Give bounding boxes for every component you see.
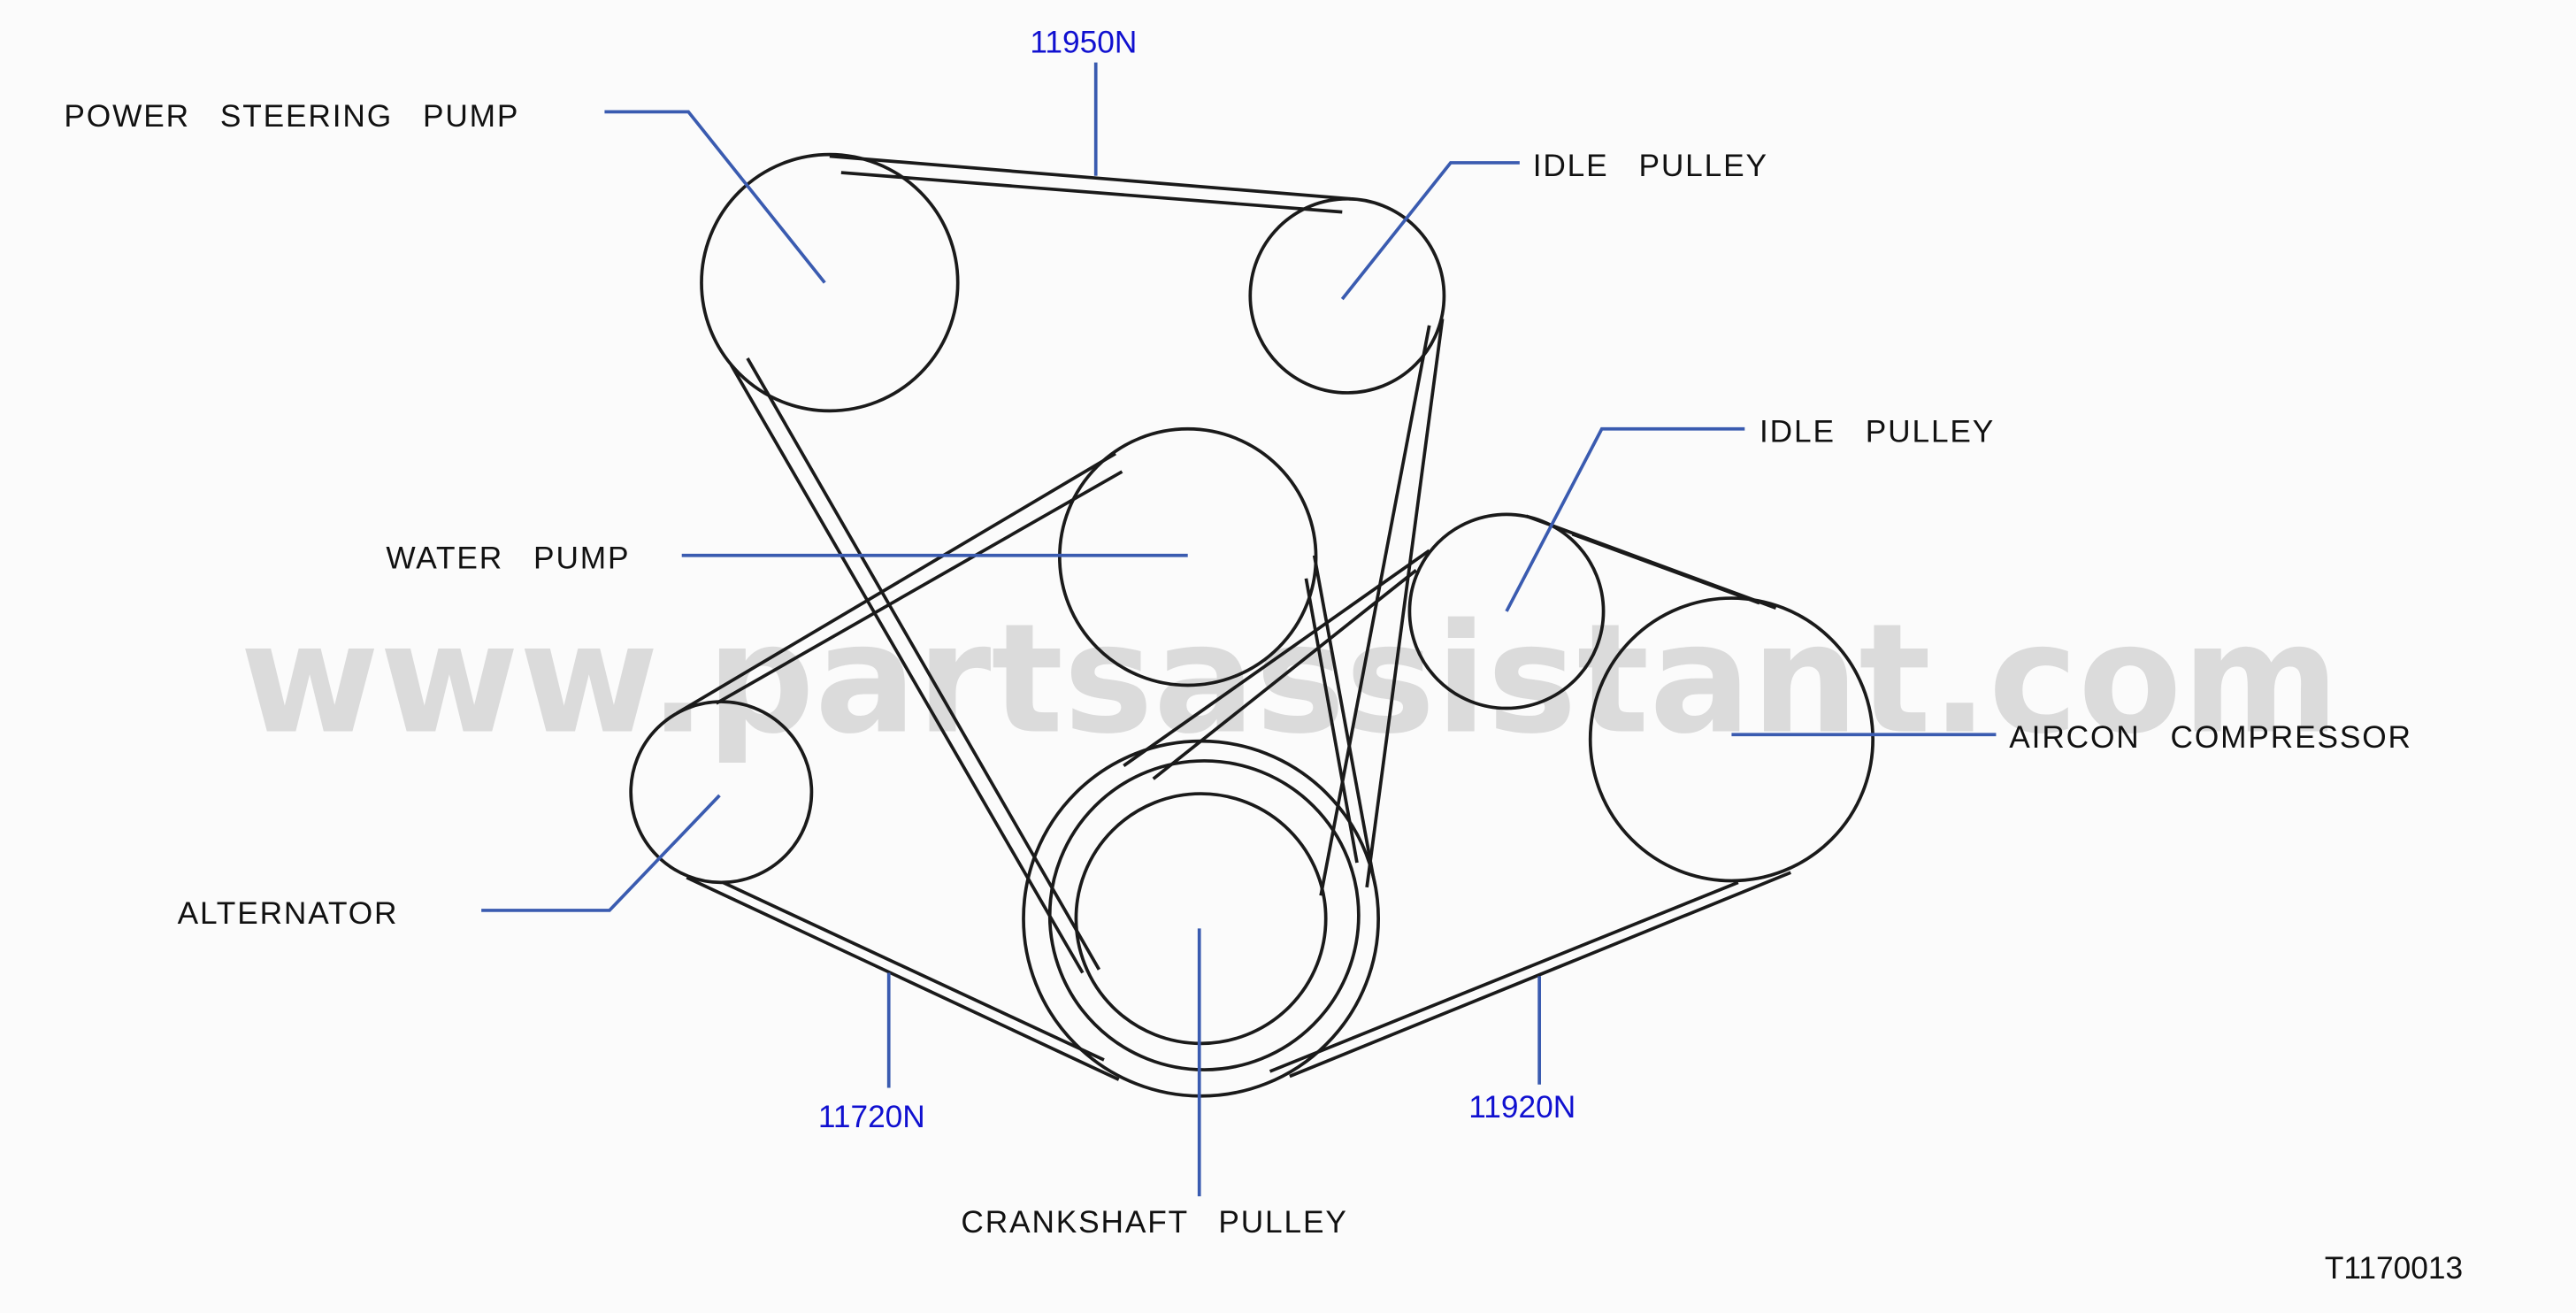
- crankshaft-pulley-middle: [1047, 759, 1361, 1071]
- figure-code: T1170013: [2325, 1251, 2463, 1286]
- leader-alternator: [481, 794, 721, 912]
- part-number-belt-left: 11720N: [818, 1100, 925, 1134]
- leader-idle-pulley-right: [1505, 426, 1745, 612]
- part-number-belt-top: 11950N: [1030, 26, 1137, 60]
- belt-left: [676, 452, 1376, 1081]
- part-number-belt-right: 11920N: [1468, 1090, 1576, 1125]
- leader-idle-pulley-top: [1340, 161, 1520, 301]
- idle-pulley-right: [1407, 512, 1606, 710]
- label-alternator: ALTERNATOR: [178, 896, 399, 931]
- label-power-steering-pump: POWER STEERING PUMP: [64, 99, 519, 134]
- label-crankshaft-pulley: CRANKSHAFT PULLEY: [961, 1205, 1347, 1240]
- label-aircon-compressor: AIRCON COMPRESSOR: [2009, 720, 2412, 755]
- belt-top: [729, 154, 1445, 974]
- leader-power-steering-pump: [604, 110, 826, 284]
- label-idle-pulley-right: IDLE PULLEY: [1760, 415, 1995, 449]
- label-idle-pulley-top: IDLE PULLEY: [1533, 149, 1768, 183]
- aircon-compressor-pulley: [1588, 596, 1874, 883]
- watermark: www.partsassistant.com: [240, 592, 2339, 768]
- idle-pulley-top: [1248, 196, 1446, 395]
- power-steering-pump-pulley: [700, 152, 960, 413]
- label-water-pump: WATER PUMP: [386, 541, 630, 576]
- belt-right: [1123, 514, 1791, 1079]
